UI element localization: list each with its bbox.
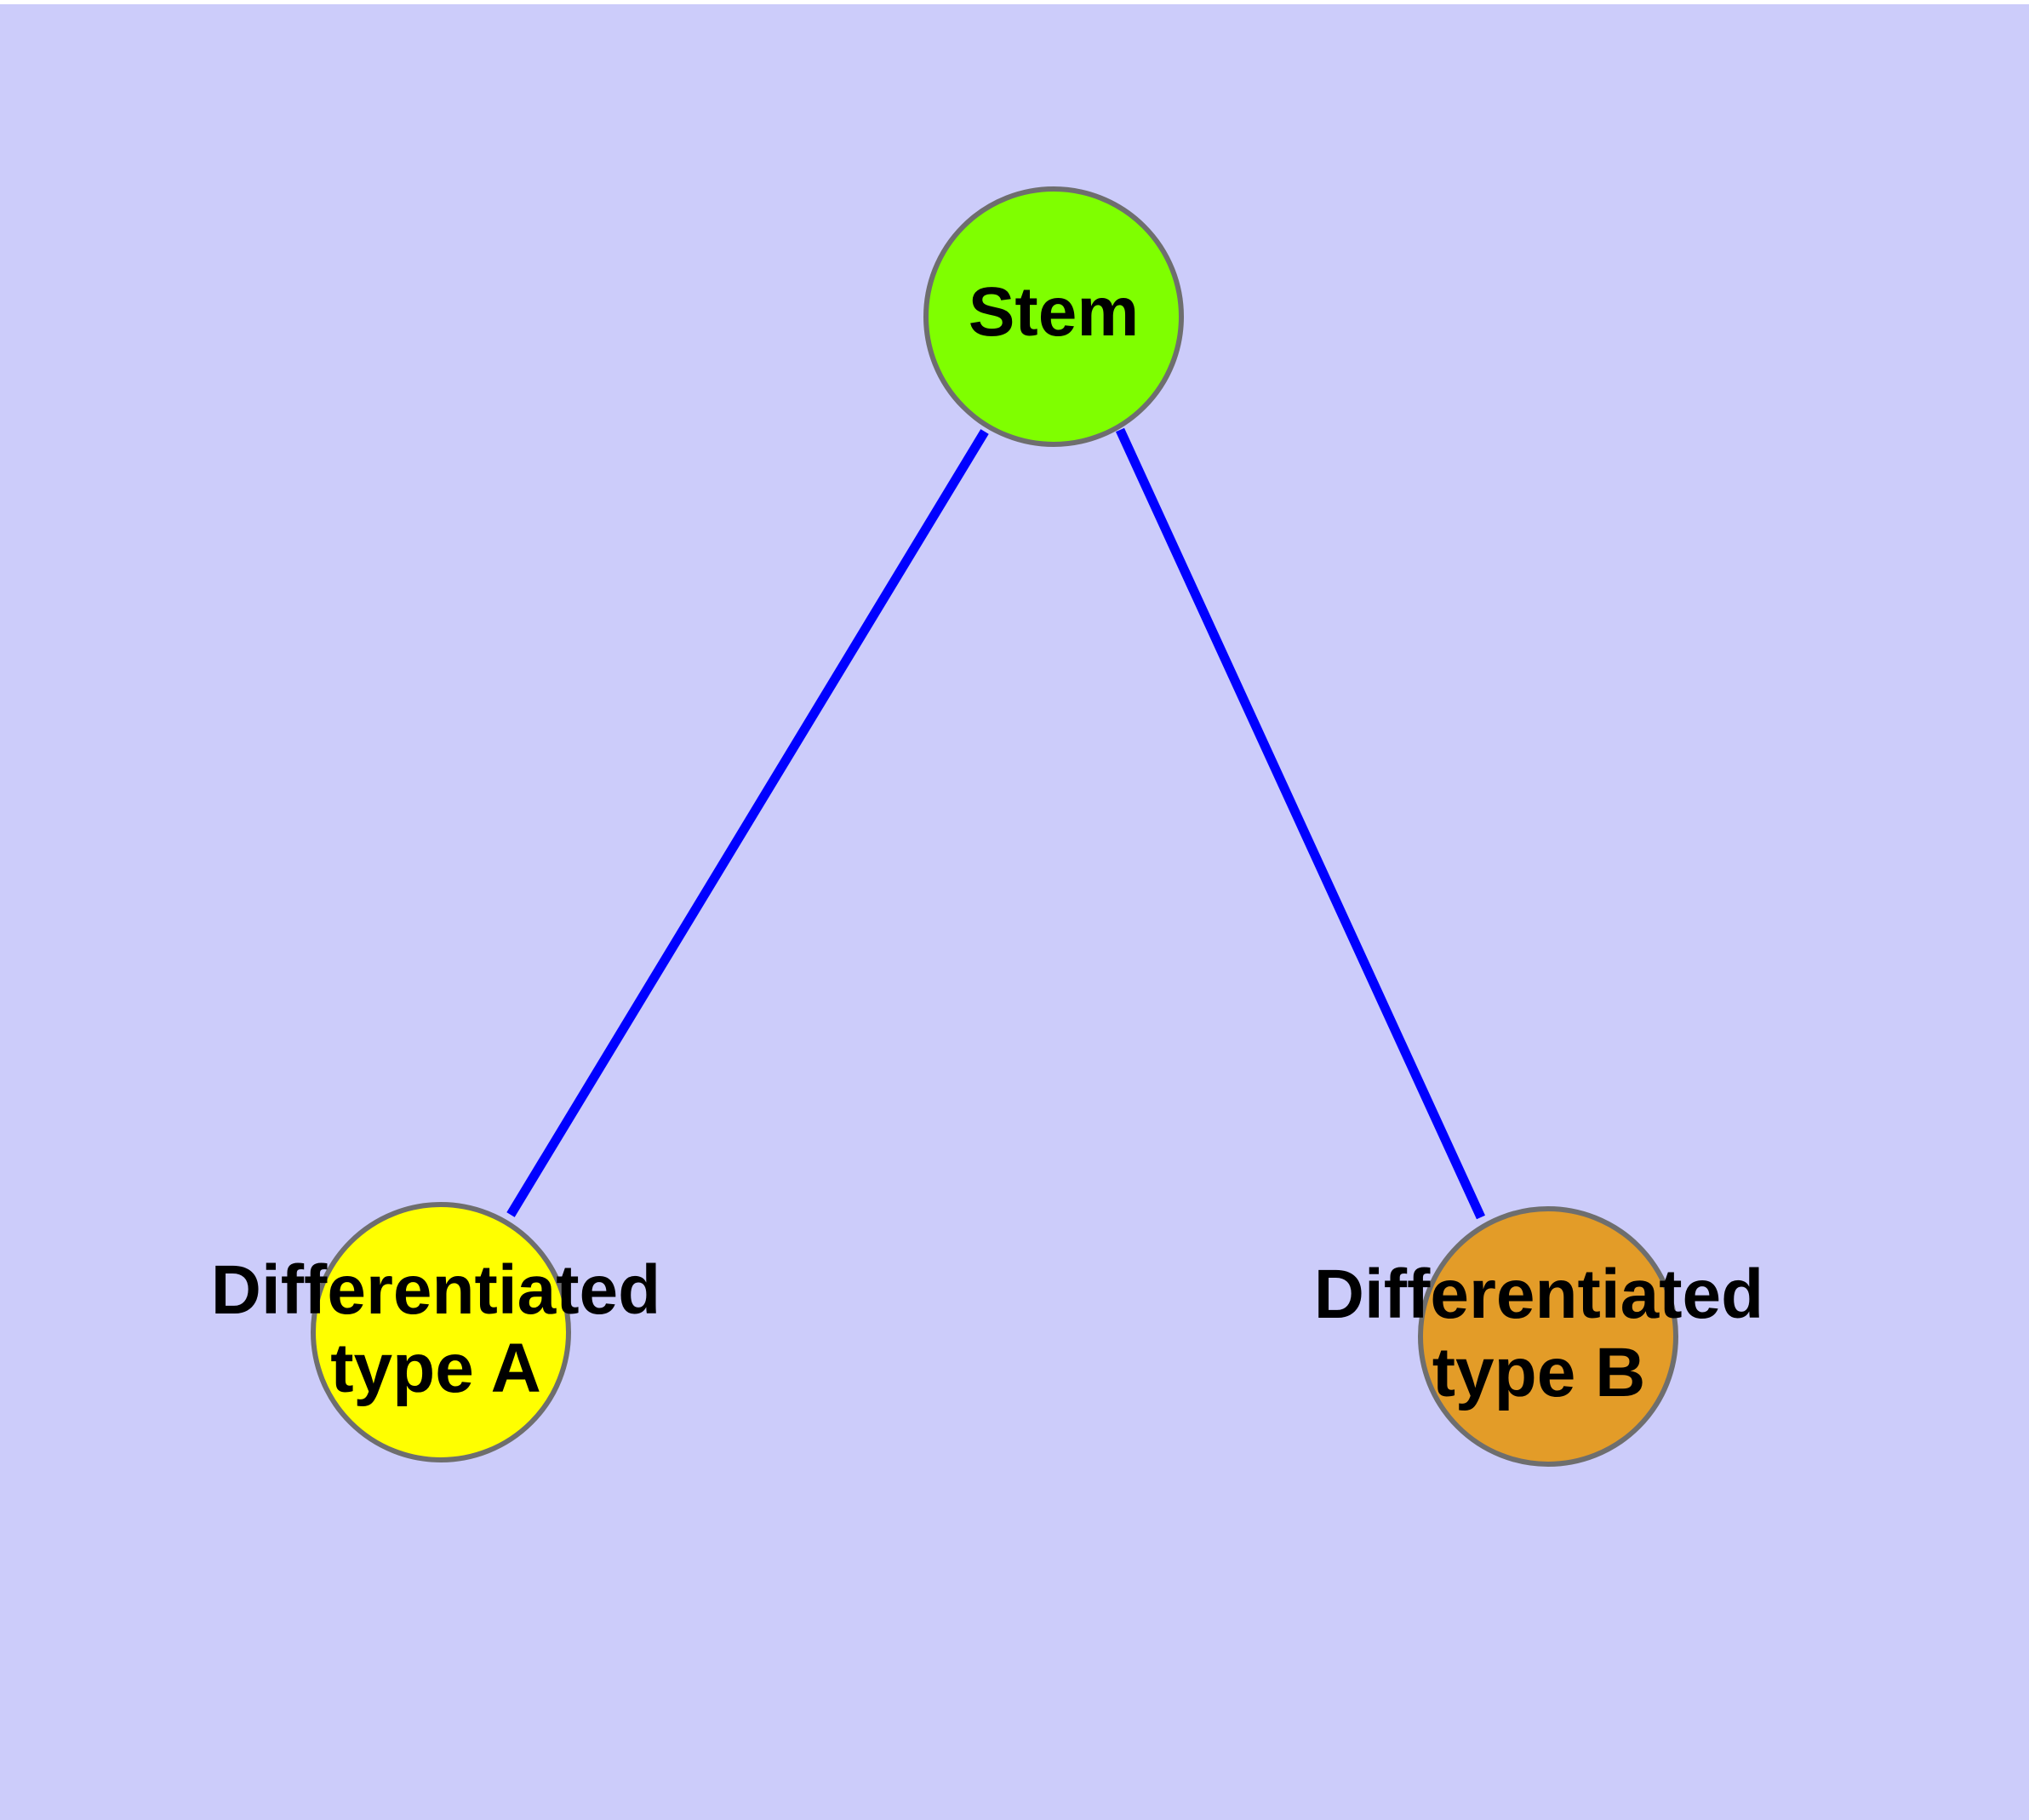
edge-stem-to-diff-a[interactable] [506,429,989,1217]
node-diff-b[interactable] [1418,1206,1678,1467]
node-label-line: type A [330,1330,541,1407]
node-label-line: Differentiated [1314,1256,1764,1333]
node-diff-a[interactable] [311,1202,571,1462]
node-label-stem: Stem [969,273,1140,351]
node-label-line: type B [1432,1334,1646,1411]
edges-group [506,427,1485,1220]
node-label-line: Differentiated [211,1251,661,1329]
node-stem[interactable] [923,186,1184,447]
node-label-line: Stem [969,273,1140,351]
edge-stem-to-diff-b[interactable] [1116,427,1485,1220]
